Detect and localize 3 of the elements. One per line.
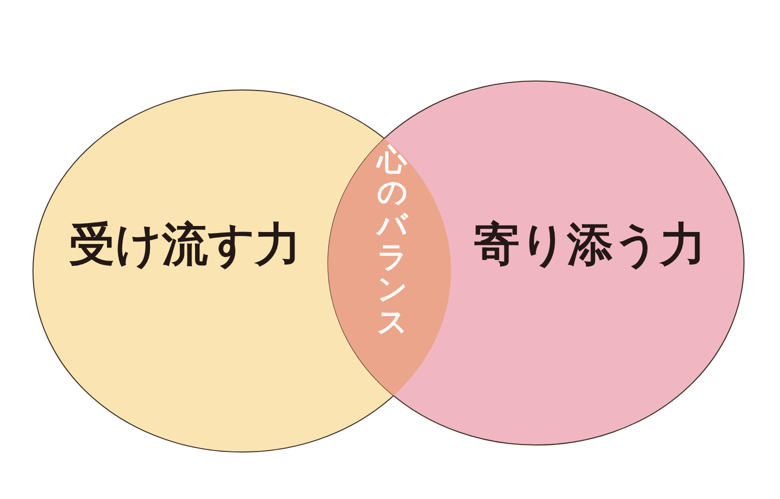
vertical-label: 心のバランス [377, 144, 407, 340]
circle-label: 受け流す力 [69, 216, 301, 273]
circle-label: 寄り添う力 [474, 216, 706, 273]
